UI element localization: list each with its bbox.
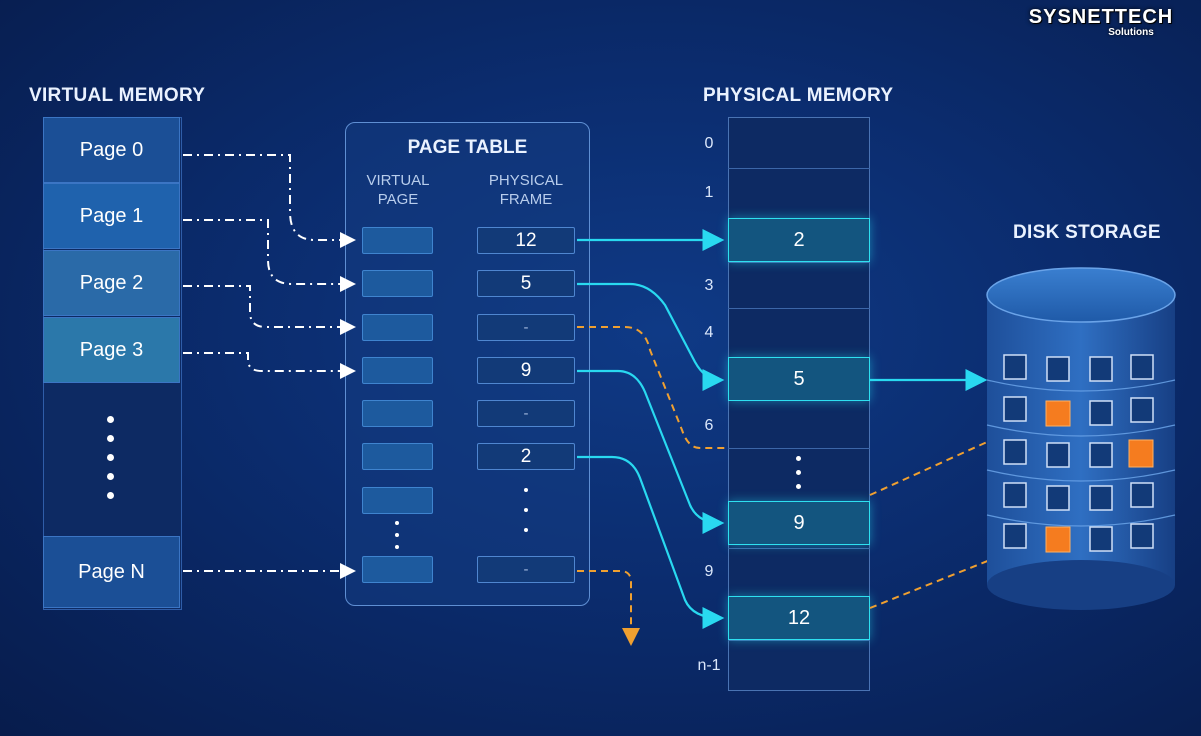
arrow-frame-2 <box>577 455 725 629</box>
pt-virtual-cell <box>362 357 433 384</box>
disk-swapped-block <box>1045 400 1071 427</box>
pm-index: 4 <box>704 324 714 341</box>
pm-frame-5: 5 <box>728 357 870 401</box>
logo-subtext: Solutions <box>1108 27 1154 38</box>
pt-frame-3: 9 <box>477 357 575 384</box>
pm-frame-12: 12 <box>728 596 870 640</box>
pt-virtual-cell <box>362 487 433 514</box>
virtual-memory-title: VIRTUAL MEMORY <box>29 85 206 106</box>
pt-frame-n: - <box>477 556 575 583</box>
arrow-page-fault <box>577 326 728 449</box>
pm-index: 1 <box>704 184 714 201</box>
arrow-frame-5 <box>577 282 725 391</box>
vm-page-3: Page 3 <box>43 317 180 383</box>
disk-swapped-block <box>1045 526 1071 553</box>
pm-index: 6 <box>704 417 714 434</box>
vm-page-0: Page 0 <box>43 117 180 183</box>
pt-virtual-cell <box>362 314 433 341</box>
page-table-col-physical: PHYSICAL FRAME <box>488 172 564 208</box>
pt-frame-1: 5 <box>477 270 575 297</box>
arrow-page2 <box>183 285 356 335</box>
pt-frame-0: 12 <box>477 227 575 254</box>
pm-frame-9: 9 <box>728 501 870 545</box>
pm-frame-2: 2 <box>728 218 870 262</box>
arrow-page0 <box>183 154 356 248</box>
arrow-disk-swap-2 <box>869 536 1044 609</box>
pm-divider <box>728 262 870 263</box>
pt-frame-5: 2 <box>477 443 575 470</box>
pm-index: 0 <box>704 135 714 152</box>
pm-divider <box>728 168 870 169</box>
arrow-page3 <box>183 352 356 379</box>
physical-memory-column <box>728 117 870 691</box>
pt-virtual-cell <box>362 270 433 297</box>
pt-frame-4: - <box>477 400 575 427</box>
pt-virtual-ellipsis <box>395 521 399 557</box>
pm-index: 9 <box>704 563 714 580</box>
disk-swapped-block <box>1128 439 1154 468</box>
pt-frame-2: - <box>477 314 575 341</box>
vm-page-n: Page N <box>43 536 180 608</box>
vm-ellipsis <box>107 416 115 511</box>
pm-index: 3 <box>704 277 714 294</box>
arrow-page-n-fault <box>577 570 640 646</box>
logo: SYSNETTECH Solutions <box>1010 6 1192 38</box>
disk-storage-title: DISK STORAGE <box>1013 222 1161 243</box>
pm-divider <box>728 548 870 549</box>
pm-index: n-1 <box>697 657 721 674</box>
pm-ellipsis <box>796 456 801 498</box>
pt-virtual-cell <box>362 556 433 583</box>
disk-cylinder-icon <box>986 267 1176 610</box>
pt-virtual-cell <box>362 443 433 470</box>
vm-page-1: Page 1 <box>43 183 180 249</box>
pm-divider <box>728 308 870 309</box>
page-table-title: PAGE TABLE <box>407 137 528 158</box>
pt-frame-ellipsis <box>524 488 528 548</box>
pt-virtual-cell <box>362 227 433 254</box>
arrow-frame-9 <box>577 369 725 534</box>
logo-text: SYSNETTECH <box>1028 6 1174 28</box>
pm-divider <box>728 640 870 641</box>
arrow-page1 <box>183 219 356 292</box>
page-table-col-virtual: VIRTUAL PAGE <box>366 172 430 208</box>
vm-page-2: Page 2 <box>43 250 180 316</box>
physical-memory-title: PHYSICAL MEMORY <box>703 85 894 106</box>
pm-divider <box>728 448 870 449</box>
pt-virtual-cell <box>362 400 433 427</box>
